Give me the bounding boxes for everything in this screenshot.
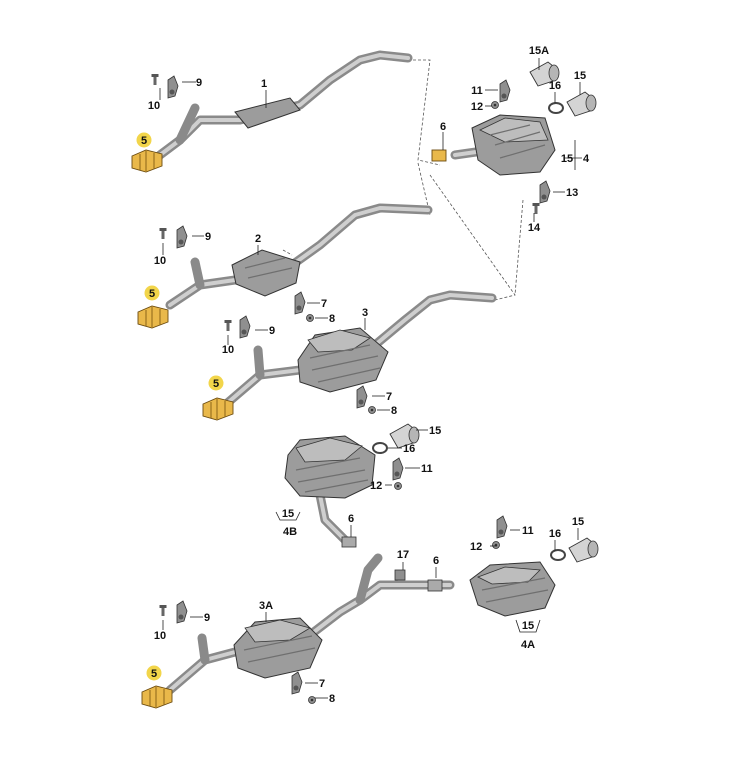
label-part-9: 9 — [205, 231, 211, 243]
label-part-6: 6 — [440, 121, 446, 133]
bolt-icon — [224, 320, 232, 331]
label-part-7: 7 — [386, 391, 392, 403]
label-part-5: 5 — [141, 135, 147, 147]
label-part-6: 6 — [433, 555, 439, 567]
clamp-icon — [137, 305, 169, 329]
label-part-16: 16 — [549, 80, 561, 92]
label-part-7: 7 — [319, 678, 325, 690]
hanger-bracket-icon — [239, 315, 251, 339]
hanger-bracket-icon — [176, 225, 188, 249]
label-part-6: 6 — [348, 513, 354, 525]
label-part-4a: 4A — [521, 639, 535, 651]
clamp-icon — [131, 149, 163, 173]
nut-icon — [394, 569, 406, 581]
front-pipe-assembly-1 — [151, 50, 413, 160]
label-part-9: 9 — [269, 325, 275, 337]
label-part-15: 15 — [522, 620, 534, 632]
bolt-icon — [159, 605, 167, 616]
bolt-icon — [532, 203, 540, 214]
bolt-icon — [159, 228, 167, 239]
label-part-12: 12 — [471, 101, 483, 113]
nut-icon — [394, 482, 402, 490]
label-part-10: 10 — [154, 255, 166, 267]
label-part-11: 11 — [522, 525, 534, 537]
clamp-icon — [141, 685, 173, 709]
label-part-5: 5 — [213, 378, 219, 390]
hanger-bracket-icon — [499, 79, 511, 103]
label-part-5: 5 — [149, 288, 155, 300]
front-pipe-assembly-3 — [220, 290, 497, 414]
leader-lines — [159, 58, 582, 699]
hanger-bracket-icon — [392, 457, 404, 481]
label-part-14: 14 — [528, 222, 541, 234]
label-part-10: 10 — [222, 344, 234, 356]
label-part-12: 12 — [470, 541, 482, 553]
label-part-5: 5 — [151, 668, 157, 680]
seal-ring-icon — [548, 102, 564, 114]
rear-silencer-4a — [427, 515, 599, 617]
hanger-bracket-icon — [496, 515, 508, 539]
bolt-icon — [151, 74, 159, 85]
label-part-8: 8 — [329, 313, 335, 325]
hanger-bracket-icon — [294, 291, 306, 315]
label-part-13: 13 — [566, 187, 578, 199]
label-part-10: 10 — [154, 630, 166, 642]
nut-icon — [492, 541, 500, 549]
label-part-1: 1 — [261, 78, 267, 90]
label-part-3a: 3A — [259, 600, 273, 612]
label-part-16: 16 — [403, 443, 415, 455]
label-part-9: 9 — [196, 77, 202, 89]
rear-silencer-4 — [431, 61, 597, 214]
nut-icon — [491, 101, 499, 109]
label-part-16: 16 — [549, 528, 561, 540]
label-part-7: 7 — [321, 298, 327, 310]
label-part-15a: 15A — [529, 45, 549, 57]
label-part-15: 15 — [574, 70, 586, 82]
label-part-11: 11 — [471, 85, 483, 97]
hanger-bracket-icon — [291, 671, 303, 695]
label-part-12: 12 — [370, 480, 382, 492]
label-part-11: 11 — [421, 463, 433, 475]
nut-icon — [306, 314, 314, 322]
rear-silencer-4b — [284, 423, 420, 548]
tailpipe-tip-icon — [568, 537, 599, 563]
label-part-15: 15 — [429, 425, 441, 437]
label-part-10: 10 — [148, 100, 160, 112]
label-part-15: 15 — [282, 508, 294, 520]
front-muffler-2 — [231, 249, 301, 297]
label-part-3: 3 — [362, 307, 368, 319]
hanger-bracket-icon — [539, 180, 551, 204]
clamp-icon — [202, 397, 234, 421]
seal-ring-icon — [372, 442, 388, 454]
seal-ring-icon — [550, 549, 566, 561]
front-pipe-assembly-3a — [159, 553, 455, 704]
label-part-17: 17 — [397, 549, 409, 561]
hanger-bracket-icon — [356, 385, 368, 409]
label-part-4b: 4B — [283, 526, 297, 538]
tailpipe-tip-icon — [566, 91, 597, 117]
label-part-4: 4 — [583, 153, 590, 165]
nut-icon — [368, 406, 376, 414]
label-part-8: 8 — [329, 693, 335, 705]
front-pipe-assembly-2 — [159, 203, 433, 322]
label-part-2: 2 — [255, 233, 261, 245]
callout-labels: 1 9 10 5 15A 15 11 12 16 6 15 4 13 14 2 … — [141, 45, 590, 705]
hanger-bracket-icon — [176, 600, 188, 624]
label-part-15: 15 — [561, 153, 573, 165]
nut-icon — [308, 696, 316, 704]
label-part-8: 8 — [391, 405, 397, 417]
front-muffler-1 — [234, 97, 301, 129]
hanger-bracket-icon — [167, 75, 179, 99]
label-part-15: 15 — [572, 516, 584, 528]
label-part-9: 9 — [204, 612, 210, 624]
